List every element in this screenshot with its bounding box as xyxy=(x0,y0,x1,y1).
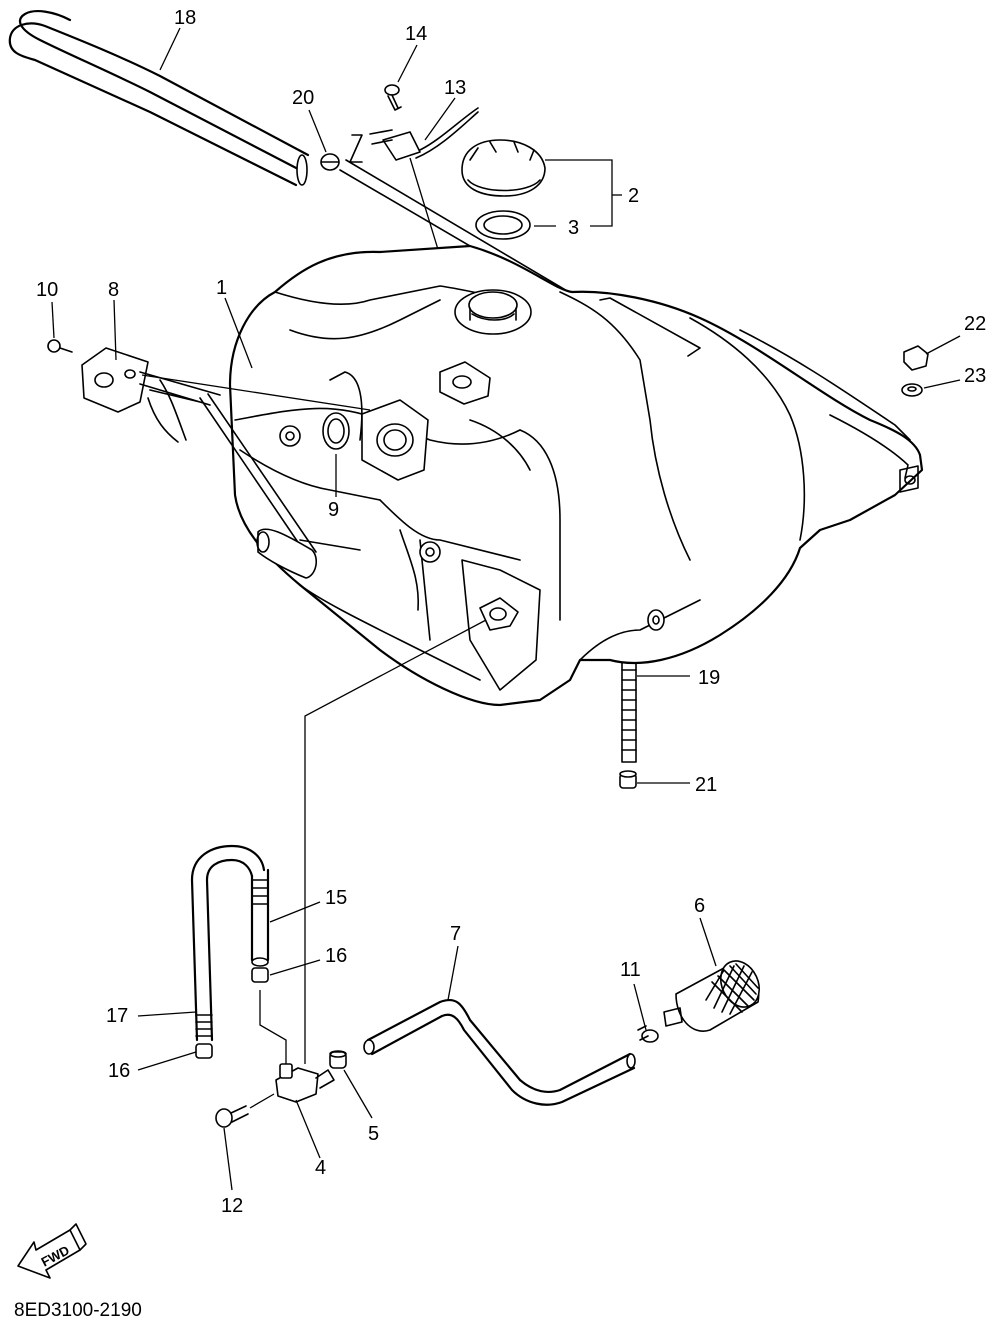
label-part-22: 22 xyxy=(964,313,986,335)
hose-leader-line xyxy=(259,990,287,1065)
part-17-hose xyxy=(190,844,266,1042)
part-1-fuel-tank xyxy=(228,244,924,707)
label-part-2: 2 xyxy=(628,185,639,207)
part-20-clip xyxy=(320,134,363,171)
label-part-9: 9 xyxy=(328,499,339,521)
part-7-fuel-pipe xyxy=(363,998,636,1106)
part-23-washer xyxy=(901,383,923,397)
part-16-clip-lower xyxy=(195,1043,213,1059)
part-3-gasket xyxy=(475,210,531,240)
label-part-20: 20 xyxy=(292,87,314,109)
part-14-bolt xyxy=(384,84,402,111)
label-part-21: 21 xyxy=(695,774,717,796)
label-part-15: 15 xyxy=(325,887,347,909)
label-part-11: 11 xyxy=(620,959,641,981)
part-11-clip xyxy=(637,1025,659,1043)
part-2-fuel-cap xyxy=(461,139,546,197)
leader-lines xyxy=(51,27,961,1191)
part-12-bolt xyxy=(215,1093,275,1128)
label-part-4: 4 xyxy=(315,1157,326,1179)
part-18-breather-hose xyxy=(8,10,310,187)
label-part-7: 7 xyxy=(450,923,461,945)
part-22-nut xyxy=(903,345,929,371)
part-16-clip-upper xyxy=(251,967,269,983)
part-6-fuel-filter xyxy=(663,960,761,1032)
label-part-6: 6 xyxy=(694,895,705,917)
label-part-1: 1 xyxy=(216,277,227,299)
part-8-fuel-sender xyxy=(81,347,318,579)
label-part-16-upper: 16 xyxy=(325,945,347,967)
petcock-leader-line xyxy=(304,619,487,1064)
part-10-screw xyxy=(47,339,73,353)
part-21-cap xyxy=(619,770,637,789)
label-part-10: 10 xyxy=(36,279,58,301)
label-part-14: 14 xyxy=(405,23,427,45)
label-part-19: 19 xyxy=(698,667,720,689)
drawing-code: 8ED3100-2190 xyxy=(14,1300,142,1321)
label-part-13: 13 xyxy=(444,77,466,99)
label-part-18: 18 xyxy=(174,7,196,29)
label-part-3: 3 xyxy=(568,217,579,239)
part-9-o-ring xyxy=(322,412,350,450)
label-part-12: 12 xyxy=(221,1195,243,1217)
label-part-17: 17 xyxy=(106,1005,128,1027)
label-part-5: 5 xyxy=(368,1123,379,1145)
part-5-spacer xyxy=(329,1050,347,1069)
part-4-fuel-cock xyxy=(275,1063,335,1103)
label-part-23: 23 xyxy=(964,365,986,387)
fwd-arrow-icon: FWD xyxy=(17,1223,87,1279)
label-part-8: 8 xyxy=(108,279,119,301)
part-15-hose xyxy=(250,868,270,967)
label-part-16-lower: 16 xyxy=(108,1060,130,1082)
